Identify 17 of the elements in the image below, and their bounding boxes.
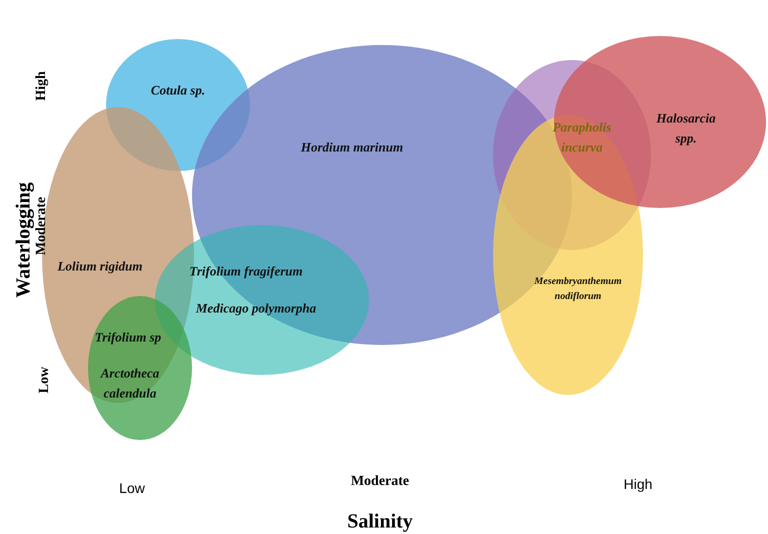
species-label: Hordium marinum: [300, 138, 404, 156]
axis-tick-label: Low: [37, 366, 53, 394]
species-label: Cotula sp.: [150, 81, 206, 100]
species-label: Lolium rigidum: [56, 257, 144, 276]
species-label: Trifolium sp: [94, 328, 162, 346]
axis-tick-label: Low: [119, 480, 145, 496]
species-label: Arctotheca calendula: [99, 364, 160, 402]
species-label: Halosarcia spp.: [655, 110, 717, 148]
axis-tick-label: High: [34, 71, 50, 101]
axis-title: Salinity: [347, 510, 413, 534]
axis-tick-label: High: [624, 476, 652, 492]
axis-tick-label: Moderate: [34, 196, 50, 256]
axis-title: Waterlogging: [12, 182, 35, 298]
species-label: Mesembryanthemum nodiflorum: [533, 275, 623, 304]
species-label: Trifolium fragiferum: [188, 262, 304, 280]
species-label: Medicago polymorpha: [194, 299, 318, 318]
axis-tick-label: Moderate: [350, 474, 410, 490]
